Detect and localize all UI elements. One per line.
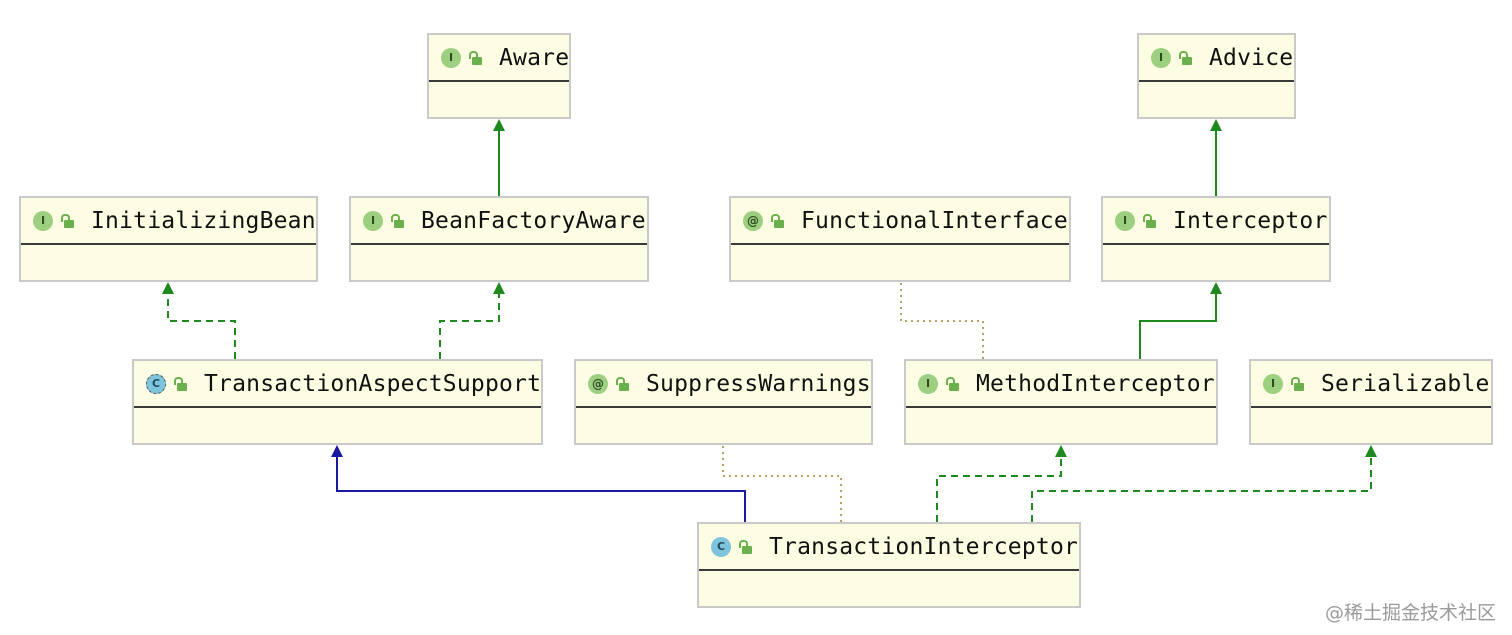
class-box-header: I Serializable [1251, 361, 1491, 408]
class-box-header: I MethodInterceptor [906, 361, 1216, 408]
interface-badge-icon: I [918, 373, 938, 394]
public-lock-icon [59, 212, 77, 230]
class-name: SuppressWarnings [646, 370, 871, 397]
class-name: MethodInterceptor [976, 370, 1215, 397]
class-name: InitializingBean [91, 207, 316, 234]
edge-ti-annotated-suppresswarnings [722, 445, 842, 522]
class-box-transactionaspectsupport[interactable]: C TransactionAspectSupport [132, 359, 543, 445]
class-name: Advice [1209, 44, 1294, 71]
class-box-header: I InitializingBean [21, 198, 316, 245]
class-box-aware[interactable]: I Aware [427, 33, 571, 119]
public-lock-icon [737, 538, 755, 556]
class-name: BeanFactoryAware [421, 207, 646, 234]
interface-badge-icon: I [1263, 373, 1283, 394]
class-box-methodinterceptor[interactable]: I MethodInterceptor [904, 359, 1218, 445]
class-box-beanfactoryaware[interactable]: I BeanFactoryAware [349, 196, 649, 282]
public-lock-icon [467, 49, 485, 67]
class-name: Aware [499, 44, 570, 71]
public-lock-icon [172, 375, 190, 393]
public-lock-icon [614, 375, 632, 393]
class-box-header: I Aware [429, 35, 569, 82]
class-box-header: I Advice [1139, 35, 1294, 82]
edge-ti-implements-methodinterceptor [936, 445, 1067, 522]
class-name: FunctionalInterface [801, 207, 1068, 234]
edge-methodinterceptor-annotated-functionalinterface [900, 282, 984, 359]
edge-tas-implements-beanfactoryaware [439, 282, 505, 359]
interface-badge-icon: I [363, 210, 383, 231]
class-box-initializingbean[interactable]: I InitializingBean [19, 196, 318, 282]
class-badge-icon: C [711, 536, 731, 557]
class-box-advice[interactable]: I Advice [1137, 33, 1296, 119]
annotation-badge-icon: @ [588, 373, 608, 394]
class-box-header: I BeanFactoryAware [351, 198, 647, 245]
interface-badge-icon: I [1115, 210, 1135, 231]
class-box-interceptor[interactable]: I Interceptor [1101, 196, 1331, 282]
public-lock-icon [1141, 212, 1159, 230]
class-box-header: @ FunctionalInterface [731, 198, 1069, 245]
class-box-header: @ SuppressWarnings [576, 361, 871, 408]
class-name: Interceptor [1173, 207, 1328, 234]
class-name: TransactionInterceptor [769, 533, 1079, 560]
public-lock-icon [1177, 49, 1195, 67]
public-lock-icon [769, 212, 787, 230]
annotation-badge-icon: @ [743, 210, 763, 231]
public-lock-icon [1289, 375, 1307, 393]
edge-ti-implements-serializable [1031, 445, 1377, 522]
interface-badge-icon: I [1151, 47, 1171, 68]
class-box-serializable[interactable]: I Serializable [1249, 359, 1493, 445]
class-box-header: C TransactionAspectSupport [134, 361, 541, 408]
class-box-transactioninterceptor[interactable]: C TransactionInterceptor [697, 522, 1081, 608]
edge-tas-implements-initializingbean [162, 282, 236, 359]
interface-badge-icon: I [441, 47, 461, 68]
class-box-functionalinterface[interactable]: @ FunctionalInterface [729, 196, 1071, 282]
class-name: TransactionAspectSupport [204, 370, 542, 397]
watermark-text: @稀土掘金技术社区 [1324, 602, 1496, 624]
class-box-header: C TransactionInterceptor [699, 524, 1079, 571]
edge-ti-extends-tas [331, 445, 746, 522]
class-box-suppresswarnings[interactable]: @ SuppressWarnings [574, 359, 873, 445]
interface-badge-icon: I [33, 210, 53, 231]
public-lock-icon [389, 212, 407, 230]
edge-methodinterceptor-extends-interceptor [1139, 282, 1222, 359]
class-box-header: I Interceptor [1103, 198, 1329, 245]
class-name: Serializable [1321, 370, 1490, 397]
public-lock-icon [944, 375, 962, 393]
abstract-class-badge-icon: C [146, 373, 166, 394]
